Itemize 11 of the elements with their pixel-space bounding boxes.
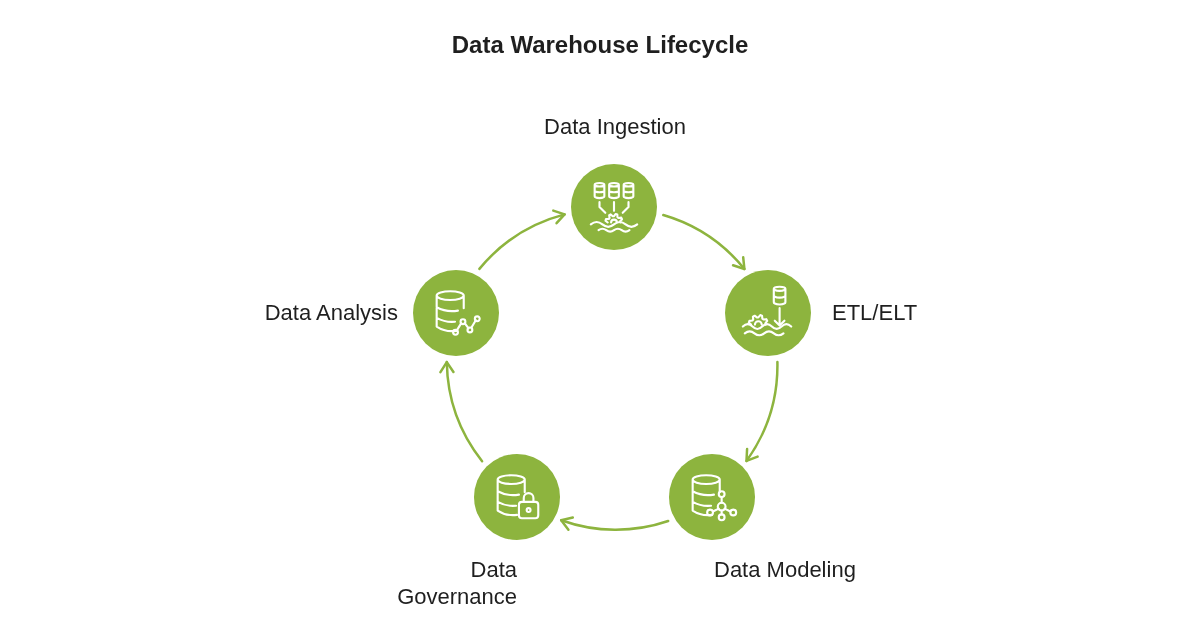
step-label: Data Governance [396,556,517,610]
diagram-title: Data Warehouse Lifecycle [451,30,749,60]
step-label: Data Modeling [714,556,857,583]
curved-arrow [662,213,746,271]
step-label: Data Ingestion [543,113,687,140]
curved-arrow [478,210,566,271]
curved-arrow [559,515,670,531]
curved-arrow [439,360,484,463]
step-label: Data Analysis [263,299,398,326]
step-label: ETL/ELT [832,299,919,326]
curved-arrow [745,360,779,463]
